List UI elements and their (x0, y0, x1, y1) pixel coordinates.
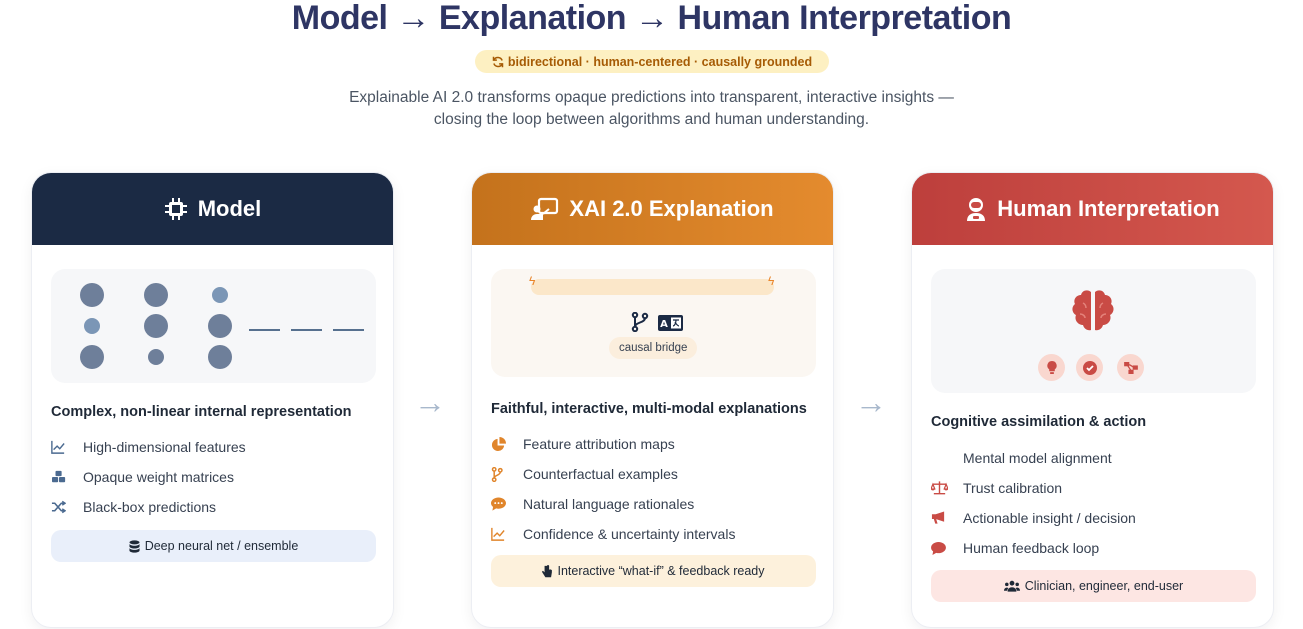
human-card-header: Human Interpretation (912, 173, 1273, 245)
list-item: Feature attribution maps (491, 429, 816, 459)
model-card-header: Model (32, 173, 393, 245)
list-item: High-dimensional features (51, 432, 376, 462)
pointer-icon (542, 564, 553, 577)
tagline-text: bidirectional · human-centered · causall… (507, 54, 813, 69)
list-item-label: Counterfactual examples (523, 466, 678, 482)
lightbulb-icon (1038, 354, 1065, 381)
line-chart-icon (491, 527, 505, 541)
neural-net-visual (51, 269, 376, 383)
refresh-icon (492, 56, 504, 67)
list-item: Human feedback loop (931, 533, 1256, 563)
human-feature-list: Mental model alignment Trust calibration… (931, 443, 1256, 563)
human-footer-text: Clinician, engineer, end-user (1024, 579, 1184, 593)
database-icon (129, 539, 140, 553)
bolt-icon: ϟ (768, 274, 775, 288)
model-feature-list: High-dimensional features Opaque weight … (51, 432, 376, 522)
network-icon (1117, 354, 1144, 381)
svg-text:A: A (660, 319, 668, 330)
list-item: Opaque weight matrices (51, 462, 376, 492)
check-circle-icon (1076, 354, 1103, 381)
causal-bridge-visual: ϟ ϟ A causal bridge (491, 269, 816, 377)
line-chart-icon (51, 440, 65, 454)
chip-icon (164, 198, 187, 220)
list-item-label: Confidence & uncertainty intervals (523, 526, 736, 542)
cognition-visual (931, 269, 1256, 393)
model-card-title: Model (197, 196, 262, 221)
subtitle-line-2: closing the loop between algorithms and … (433, 111, 870, 128)
list-item-label: Opaque weight matrices (83, 469, 234, 485)
list-item: Counterfactual examples (491, 459, 816, 489)
explanation-card-header: XAI 2.0 Explanation (472, 173, 833, 245)
explanation-card-title: XAI 2.0 Explanation (569, 196, 774, 221)
user-astronaut-icon (967, 198, 986, 221)
list-item-label: Actionable insight / decision (963, 510, 1136, 526)
causal-bridge-label: causal bridge (609, 337, 698, 359)
list-item: Natural language rationales (491, 489, 816, 519)
brain-icon (1072, 290, 1114, 331)
list-item: Mental model alignment (931, 443, 1256, 473)
bridge-bar (531, 279, 774, 295)
model-card: Model Complex, non-linear internal repre… (31, 172, 394, 628)
list-item-label: Natural language rationales (523, 496, 695, 512)
list-item-label: Human feedback loop (963, 540, 1100, 556)
code-branch-icon (631, 312, 649, 332)
presenter-icon (531, 197, 559, 220)
model-card-subtitle: Complex, non-linear internal representat… (51, 404, 352, 420)
list-item-label: High-dimensional features (83, 439, 246, 455)
list-item: Black-box predictions (51, 492, 376, 522)
list-item: Confidence & uncertainty intervals (491, 519, 816, 549)
bolt-icon: ϟ (529, 274, 536, 288)
page-subtitle: Explainable AI 2.0 transforms opaque pre… (250, 87, 1053, 131)
list-item: Trust calibration (931, 473, 1256, 503)
human-footer-badge: Clinician, engineer, end-user (931, 570, 1256, 602)
model-footer-text: Deep neural net / ensemble (144, 539, 299, 553)
neural-net-graphic (80, 283, 364, 369)
tagline-badge: bidirectional · human-centered · causall… (475, 50, 829, 73)
explanation-footer-badge: Interactive “what-if” & feedback ready (491, 555, 816, 587)
human-card: Human Interpretation Cognitive assimilat… (911, 172, 1274, 628)
model-footer-badge: Deep neural net / ensemble (51, 530, 376, 562)
megaphone-icon (931, 511, 945, 524)
pie-chart-icon (491, 436, 506, 451)
flow-arrow-1: → (414, 384, 446, 420)
page-title: Model → Explanation → Human Interpretati… (291, 0, 1012, 37)
explanation-feature-list: Feature attribution maps Counterfactual … (491, 429, 816, 549)
comment-icon (931, 541, 946, 555)
explanation-card: XAI 2.0 Explanation ϟ ϟ A causal bridge … (471, 172, 834, 628)
list-item: Actionable insight / decision (931, 503, 1256, 533)
list-item-label: Mental model alignment (963, 450, 1112, 466)
users-icon (1003, 580, 1020, 592)
list-item-label: Trust calibration (963, 480, 1063, 496)
list-item-label: Black-box predictions (83, 499, 217, 515)
human-card-title: Human Interpretation (997, 196, 1220, 221)
subtitle-line-1: Explainable AI 2.0 transforms opaque pre… (349, 89, 954, 106)
explanation-footer-text: Interactive “what-if” & feedback ready (557, 564, 765, 578)
explanation-card-subtitle: Faithful, interactive, multi-modal expla… (491, 401, 807, 417)
list-item-label: Feature attribution maps (523, 436, 675, 452)
scale-icon (931, 481, 948, 495)
flow-arrow-2: → (855, 384, 887, 420)
branch-icon (491, 466, 503, 482)
language-icon: A (658, 315, 683, 331)
human-card-subtitle: Cognitive assimilation & action (931, 414, 1147, 430)
cubes-icon (52, 470, 66, 483)
comment-icon (491, 497, 506, 511)
shuffle-icon (51, 500, 66, 514)
